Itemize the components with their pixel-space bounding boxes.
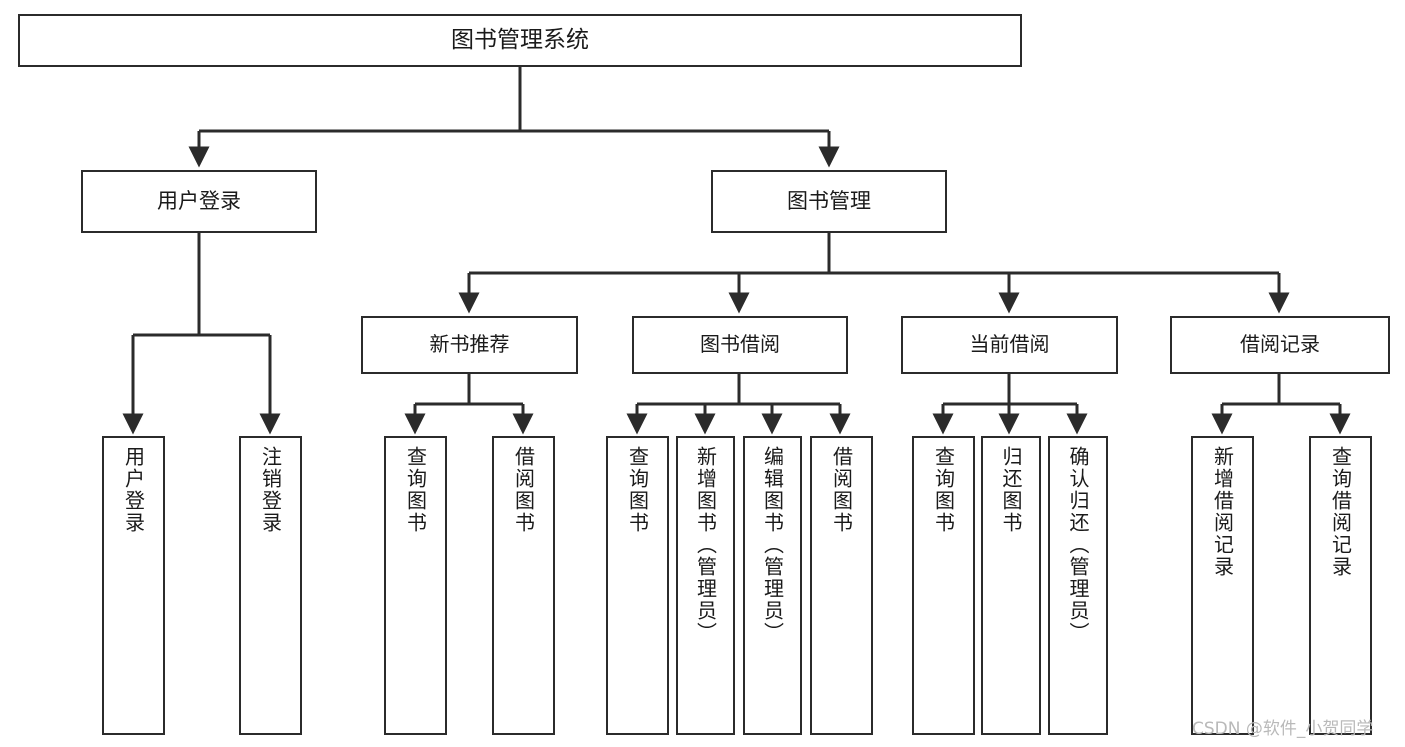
- node-label: 编辑图书（管理员）: [760, 446, 785, 644]
- node-user-login[interactable]: 用户登录: [81, 170, 317, 233]
- node-leaf-query-book-1[interactable]: 查询图书: [384, 436, 447, 735]
- node-label: 借阅图书: [829, 446, 854, 534]
- node-borrow-record[interactable]: 借阅记录: [1170, 316, 1390, 374]
- node-label: 查询借阅记录: [1328, 446, 1353, 578]
- node-leaf-edit-book[interactable]: 编辑图书（管理员）: [743, 436, 802, 735]
- node-leaf-return-book[interactable]: 归还图书: [981, 436, 1041, 735]
- node-label: 图书管理系统: [451, 26, 589, 53]
- node-label: 新书推荐: [429, 332, 510, 357]
- node-root-system[interactable]: 图书管理系统: [18, 14, 1022, 67]
- node-label: 查询图书: [625, 446, 650, 534]
- node-label: 新增图书（管理员）: [693, 446, 718, 644]
- node-label: 归还图书: [999, 446, 1023, 534]
- node-book-borrow[interactable]: 图书借阅: [632, 316, 848, 374]
- node-leaf-user-login[interactable]: 用户登录: [102, 436, 165, 735]
- node-label: 确认归还（管理员）: [1066, 446, 1090, 644]
- node-label: 图书借阅: [700, 332, 780, 357]
- node-new-book-rec[interactable]: 新书推荐: [361, 316, 578, 374]
- node-label: 借阅记录: [1240, 332, 1320, 357]
- node-label: 图书管理: [787, 189, 871, 214]
- node-leaf-borrow-book-2[interactable]: 借阅图书: [810, 436, 873, 735]
- node-book-manage[interactable]: 图书管理: [711, 170, 947, 233]
- node-leaf-borrow-book-1[interactable]: 借阅图书: [492, 436, 555, 735]
- node-leaf-query-book-2[interactable]: 查询图书: [606, 436, 669, 735]
- node-leaf-confirm-return[interactable]: 确认归还（管理员）: [1048, 436, 1108, 735]
- node-label: 借阅图书: [511, 446, 536, 534]
- node-label: 用户登录: [157, 189, 241, 214]
- node-label: 查询图书: [931, 446, 956, 534]
- node-leaf-query-record[interactable]: 查询借阅记录: [1309, 436, 1372, 735]
- node-leaf-logout[interactable]: 注销登录: [239, 436, 302, 735]
- csdn-watermark: CSDN @软件_小贺同学: [1192, 719, 1374, 739]
- node-label: 查询图书: [403, 446, 428, 534]
- node-leaf-query-book-3[interactable]: 查询图书: [912, 436, 975, 735]
- node-label: 用户登录: [121, 446, 146, 534]
- node-leaf-add-record[interactable]: 新增借阅记录: [1191, 436, 1254, 735]
- node-leaf-add-book[interactable]: 新增图书（管理员）: [676, 436, 735, 735]
- node-label: 注销登录: [258, 446, 283, 534]
- node-current-borrow[interactable]: 当前借阅: [901, 316, 1118, 374]
- node-label: 当前借阅: [969, 332, 1050, 357]
- node-label: 新增借阅记录: [1210, 446, 1235, 578]
